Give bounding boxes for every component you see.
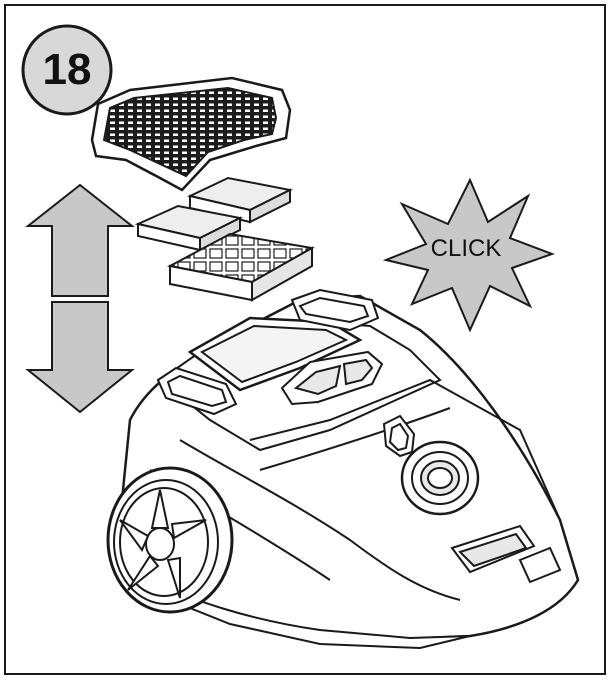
down-arrow-icon (25, 301, 135, 414)
click-label: CLICK (431, 235, 502, 262)
step-number: 18 (42, 45, 92, 94)
step-badge: 18 (22, 36, 112, 104)
foam-filter-bottom (134, 204, 244, 252)
click-burst-icon (382, 177, 555, 333)
foam-filter-top (186, 176, 294, 224)
up-arrow-icon (25, 183, 135, 297)
grille-cover (90, 76, 292, 192)
vacuum-cleaner (106, 288, 580, 650)
hepa-filter (167, 232, 315, 302)
step-badge-circle (21, 24, 113, 116)
